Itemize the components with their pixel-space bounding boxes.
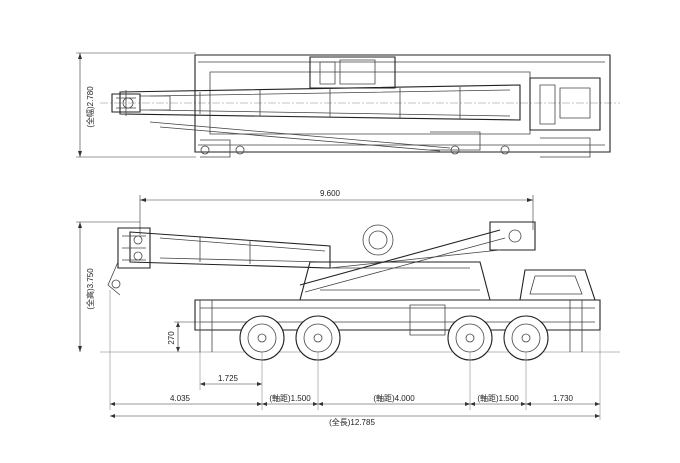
- wheels: [239, 315, 549, 361]
- front-overhang-label: 4.035: [170, 394, 191, 403]
- wheelbase-rear-label: (軸距)1.500: [477, 393, 519, 403]
- side-view: 9.600 (全高)3.750 270: [76, 189, 620, 427]
- ground-clearance-label: 270: [167, 331, 176, 345]
- boom-dimension-label: 9.600: [320, 189, 341, 198]
- wheelbase-center-label: (軸距)4.000: [373, 393, 415, 403]
- rear-overhang-label: 1.730: [553, 394, 574, 403]
- wheelbase-front-label: (軸距)1.500: [269, 393, 311, 403]
- top-view: (全幅)2.780: [76, 52, 620, 158]
- front-axle-offset-label: 1.725: [218, 374, 239, 383]
- overall-width-label: (全幅)2.780: [85, 86, 95, 128]
- overall-height-label: (全高)3.750: [85, 268, 95, 310]
- overall-length-label: (全長)12.785: [329, 417, 375, 427]
